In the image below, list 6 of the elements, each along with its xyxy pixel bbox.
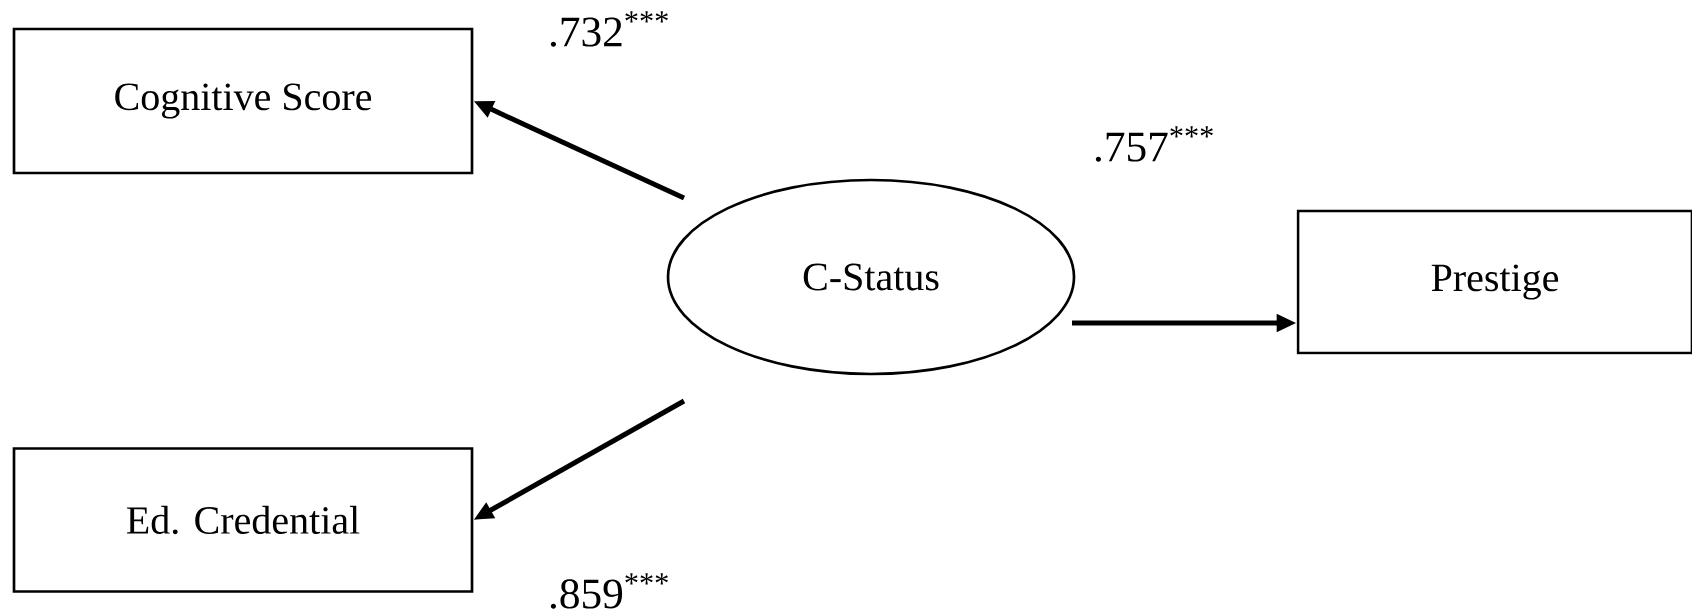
edge-label: .732$^{***}$ xyxy=(550,11,668,47)
edge-label: .859$^{***}$ xyxy=(550,573,668,609)
edge-label: .757$^{***}$ xyxy=(1095,126,1213,162)
variable-box: Prestige xyxy=(1296,209,1692,355)
variable-box: Ed. Credential xyxy=(12,447,474,593)
variable-box: Cognitive Score xyxy=(12,27,474,175)
